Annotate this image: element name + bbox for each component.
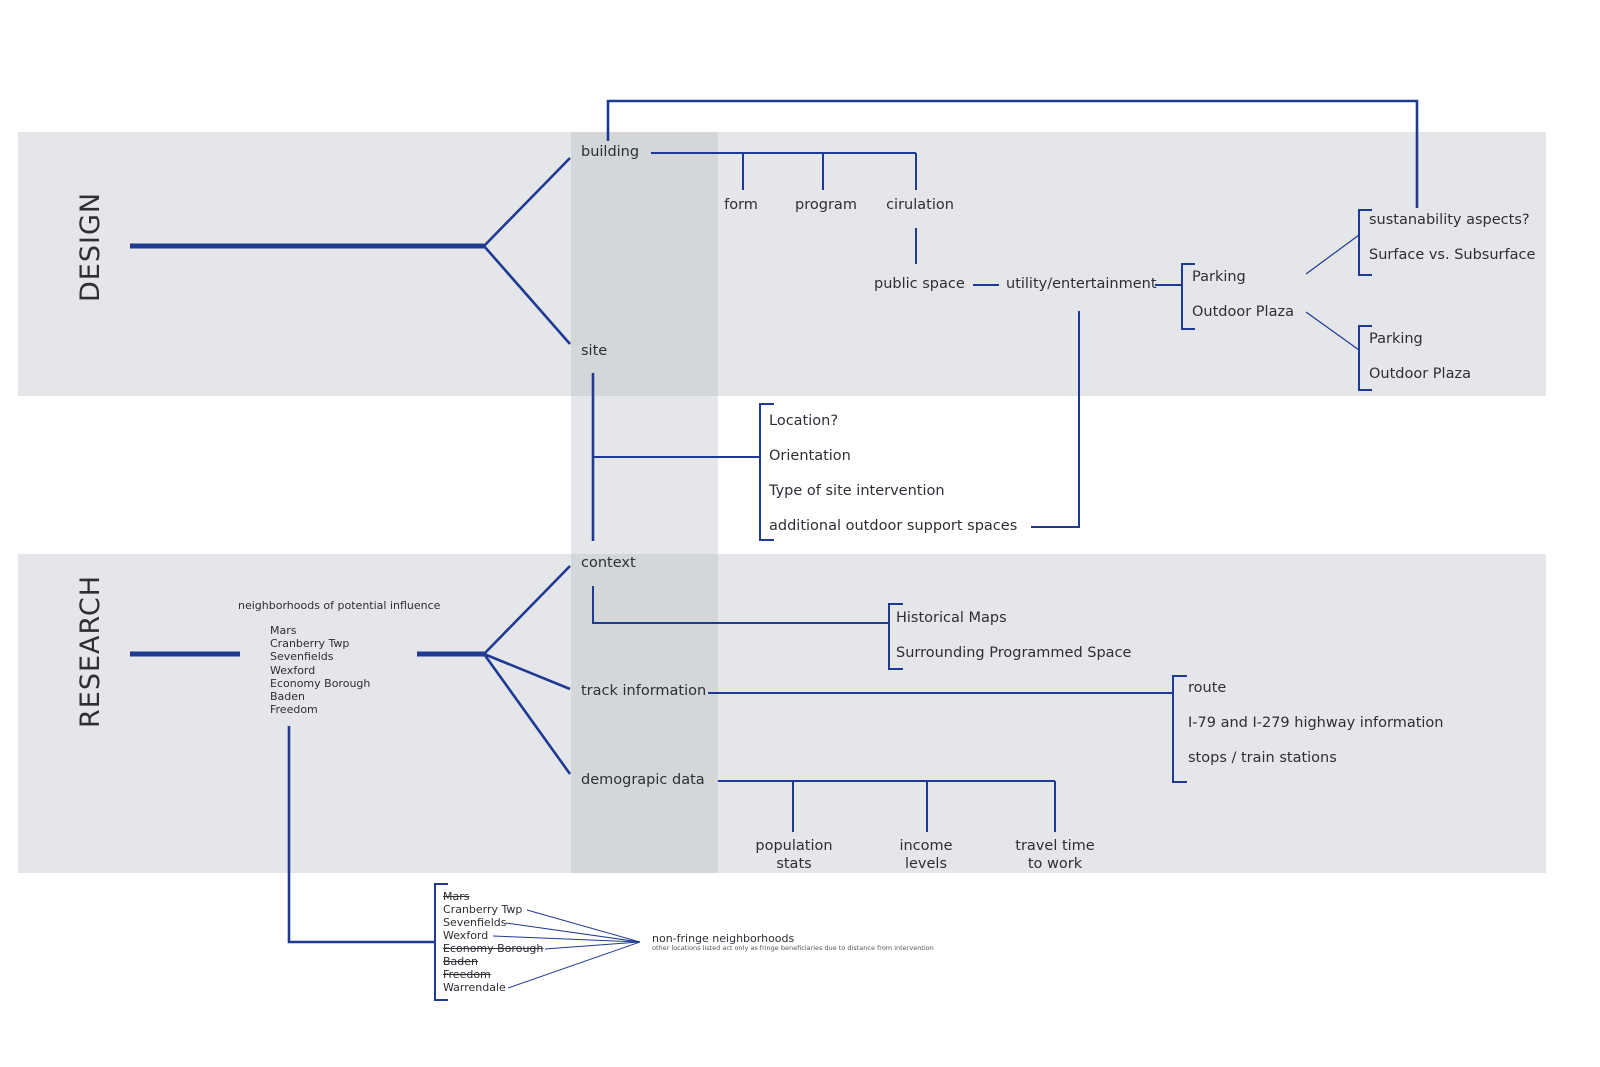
research-branch-track: [483, 652, 571, 691]
fringe-item: Economy Borough: [443, 942, 544, 955]
neighborhood-item: Mars: [270, 624, 297, 637]
plaza-plaza-label: Outdoor Plaza: [1369, 366, 1471, 382]
neighborhood-item: Sevenfields: [270, 650, 334, 664]
programmed-space-label: Surrounding Programmed Space: [896, 645, 1132, 661]
site-label: site: [581, 343, 608, 359]
fringe-bracket: [434, 883, 448, 1001]
design-branch-building: [483, 157, 571, 247]
fringe-item: Warrendale: [443, 981, 506, 994]
neighborhood-item: Baden: [270, 690, 306, 704]
utility-plaza-label: Outdoor Plaza: [1192, 304, 1294, 320]
design-branch-site: [483, 245, 571, 345]
research-branch-demographic: [482, 653, 572, 775]
context-label: context: [581, 555, 636, 571]
fringe-item: Mars: [443, 890, 470, 903]
design-band: [18, 132, 1546, 396]
demographic-label: demograpic data: [581, 772, 705, 788]
non-fringe-note: other locations listed act only as fring…: [652, 944, 934, 952]
neighborhood-item: Economy Borough: [270, 676, 371, 690]
population-stats-label: population stats: [755, 838, 833, 872]
orientation-label: Orientation: [769, 448, 851, 464]
fringe-line-wexford: [492, 935, 641, 943]
location-label: Location?: [769, 413, 839, 429]
context-connector: [592, 586, 889, 624]
utility-parking-label: Parking: [1192, 269, 1246, 285]
building-loop-connector: [606, 99, 1419, 208]
fringe-line-cranberry: [526, 909, 641, 943]
utility-label: utility/entertainment: [1006, 276, 1157, 292]
support-spaces-label: additional outdoor support spaces: [769, 518, 1018, 534]
fringe-item: Baden: [443, 955, 479, 968]
plaza-bracket: [1358, 325, 1372, 391]
income-levels-label: income levels: [899, 838, 953, 872]
plaza-connector: [1305, 311, 1360, 351]
surface-label: Surface vs. Subsurface: [1369, 247, 1536, 263]
neighborhoods-title: neighborhoods of potential influence: [238, 599, 441, 612]
utility-support-connector: [1031, 311, 1080, 528]
highway-info-label: I-79 and I-279 highway information: [1188, 715, 1444, 731]
research-section-label: RESEARCH: [75, 574, 106, 728]
design-section-label: DESIGN: [75, 191, 106, 302]
neighborhood-item: Cranberry Twp: [270, 637, 350, 651]
parking-connector: [1305, 234, 1360, 275]
program-label: program: [795, 197, 857, 213]
circulation-label: cirulation: [886, 197, 954, 213]
non-fringe-title: non-fringe neighborhoods: [652, 932, 795, 945]
research-band: [18, 554, 1546, 873]
site-intervention-label: Type of site intervention: [769, 483, 945, 499]
neighborhood-item: Wexford: [270, 663, 316, 677]
sustainability-label: sustanability aspects?: [1369, 212, 1530, 228]
fringe-item: Wexford: [443, 929, 489, 942]
building-label: building: [581, 144, 640, 160]
fringe-list: Mars Cranberry Twp Sevenfields Wexford E…: [443, 890, 543, 994]
travel-time-label: travel time to work: [1015, 838, 1095, 872]
site-bracket: [759, 403, 774, 541]
plaza-parking-label: Parking: [1369, 331, 1423, 347]
fringe-line-sevenfields: [505, 922, 641, 943]
sustainability-bracket: [1358, 209, 1372, 276]
utility-bracket: [1181, 263, 1195, 330]
neighborhood-item: Freedom: [270, 703, 318, 717]
public-space-label: public space: [874, 276, 965, 292]
track-information-label: track information: [581, 683, 707, 699]
research-branch-context: [483, 565, 571, 655]
neighborhoods-list: Mars Cranberry Twp Sevenfields Wexford E…: [270, 624, 370, 716]
fringe-item: Cranberry Twp: [443, 903, 523, 916]
fringe-line-warrendale: [507, 941, 641, 989]
neighborhoods-connector: [287, 726, 435, 944]
track-bracket: [1172, 675, 1187, 783]
central-column-middle: [571, 396, 718, 554]
stations-label: stops / train stations: [1188, 750, 1337, 766]
route-label: route: [1188, 680, 1227, 696]
form-label: form: [724, 197, 758, 213]
fringe-line-economy: [544, 941, 641, 950]
fringe-item: Sevenfields: [443, 916, 507, 929]
historical-maps-label: Historical Maps: [896, 610, 1007, 626]
fringe-item: Freedom: [443, 968, 491, 981]
context-bracket: [888, 603, 903, 670]
